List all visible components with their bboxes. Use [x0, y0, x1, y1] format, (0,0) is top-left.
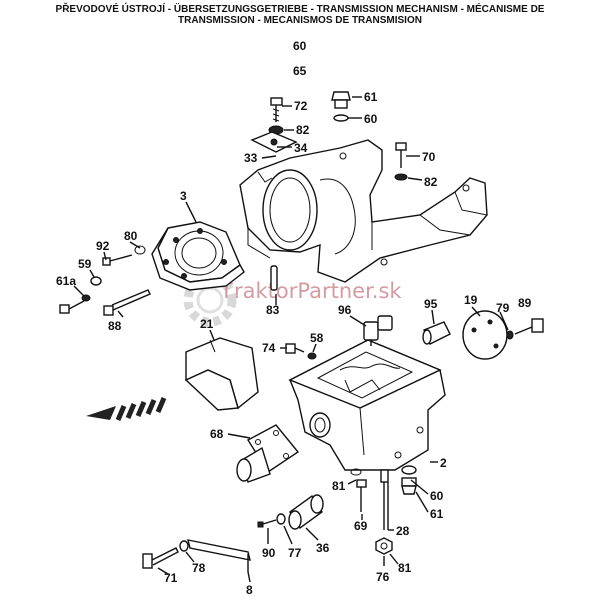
- direction-arrow-icon: [86, 397, 167, 421]
- label-part-33: 33: [244, 151, 258, 165]
- washer-part-78: [179, 540, 189, 552]
- screw-part-69: [356, 479, 367, 512]
- header-line-2: TRANSMISSION - MECANISMOS DE TRANSMISION: [178, 15, 422, 26]
- plug-part-61-top: [331, 91, 351, 109]
- label-part-76: 76: [376, 570, 390, 584]
- transmission-housing-part-33: [239, 139, 488, 283]
- label-part-80: 80: [124, 229, 138, 243]
- washer-part-82-right: [394, 173, 408, 181]
- label-part-96: 96: [338, 303, 352, 317]
- group-number-65: 65: [293, 64, 307, 78]
- page-header: PŘEVODOVÉ ÚSTROJÍ - ÜBERSETZUNGSGETRIEBE…: [0, 4, 600, 26]
- leader-lines: [73, 96, 509, 583]
- washer-part-61a: [81, 294, 91, 302]
- filter-part-95: [422, 321, 451, 345]
- label-part-81: 81: [332, 479, 346, 493]
- circlip-part-80: [134, 245, 146, 255]
- side-cover-part-3: [151, 221, 245, 291]
- shield-part-21: [184, 337, 259, 411]
- nut-part-81-bottom: [375, 537, 393, 555]
- label-part-82-top: 82: [296, 123, 310, 137]
- label-part-82-right: 82: [424, 175, 438, 189]
- label-part-71: 71: [164, 571, 178, 585]
- bolt-part-70: [395, 142, 407, 168]
- screw-part-92: [102, 254, 133, 266]
- label-part-58: 58: [310, 331, 324, 345]
- bolt-part-90: [257, 519, 277, 528]
- lever-part-8: [187, 539, 251, 572]
- label-part-2: 2: [440, 456, 447, 470]
- label-part-77: 77: [288, 546, 302, 560]
- shaft-part-28: [380, 469, 389, 530]
- plug-part-61-bottom: [401, 477, 417, 495]
- label-part-60-bottom: 60: [430, 489, 444, 503]
- pin-part-83: [270, 265, 278, 291]
- washer-part-79: [506, 330, 514, 340]
- label-part-3: 3: [180, 189, 187, 203]
- bolt-part-72: [270, 97, 283, 122]
- label-part-68: 68: [210, 427, 224, 441]
- label-part-70: 70: [422, 150, 436, 164]
- washer-part-58: [307, 352, 317, 360]
- label-part-89: 89: [518, 296, 532, 310]
- part-labels: 61 72 60 82 34 33 70 82 3 80 92 59 61a 8…: [56, 90, 532, 597]
- label-part-34: 34: [294, 141, 308, 155]
- watermark-brand: raktorPartner.sk: [234, 279, 402, 303]
- label-part-61-top: 61: [364, 90, 378, 104]
- label-part-79: 79: [496, 301, 510, 315]
- label-part-28: 28: [396, 524, 410, 538]
- label-part-8: 8: [246, 583, 253, 597]
- bolt-part-89: [514, 318, 544, 335]
- label-part-61a: 61a: [56, 274, 76, 288]
- label-part-72: 72: [294, 99, 308, 113]
- label-part-88: 88: [108, 319, 122, 333]
- label-part-59: 59: [78, 257, 92, 271]
- label-part-74: 74: [262, 341, 276, 355]
- gearbox-housing-part-2: [288, 339, 446, 471]
- label-part-60-top: 60: [364, 112, 378, 126]
- flange-part-68: [236, 424, 300, 483]
- label-part-21: 21: [200, 317, 214, 331]
- label-part-92: 92: [96, 239, 110, 253]
- bolt-part-88: [103, 289, 151, 316]
- label-part-61-bottom: 61: [430, 507, 444, 521]
- bracket-part-34: [250, 131, 298, 153]
- washer-part-59: [90, 276, 102, 286]
- label-part-36: 36: [316, 541, 330, 555]
- seal-part-60-bottom: [401, 465, 417, 475]
- bolt-part-71: [142, 547, 179, 569]
- clip-part-81: [350, 468, 362, 476]
- label-part-19: 19: [464, 293, 478, 307]
- group-number-60: 60: [293, 39, 307, 53]
- label-part-78: 78: [192, 561, 206, 575]
- label-part-83: 83: [266, 303, 280, 317]
- cover-disk-part-19: [462, 310, 508, 360]
- seal-part-60-top: [333, 114, 349, 122]
- bolt-part-61a: [59, 300, 85, 314]
- label-part-69: 69: [354, 519, 368, 533]
- switch-part-96: [363, 315, 393, 346]
- header-line-1: PŘEVODOVÉ ÚSTROJÍ - ÜBERSETZUNGSGETRIEBE…: [55, 4, 545, 15]
- sleeve-part-36: [288, 494, 324, 530]
- bolt-part-74: [285, 343, 305, 354]
- washer-part-77: [276, 513, 286, 525]
- label-part-90: 90: [262, 546, 276, 560]
- label-part-81-bottom: 81: [398, 561, 412, 575]
- label-part-95: 95: [424, 297, 438, 311]
